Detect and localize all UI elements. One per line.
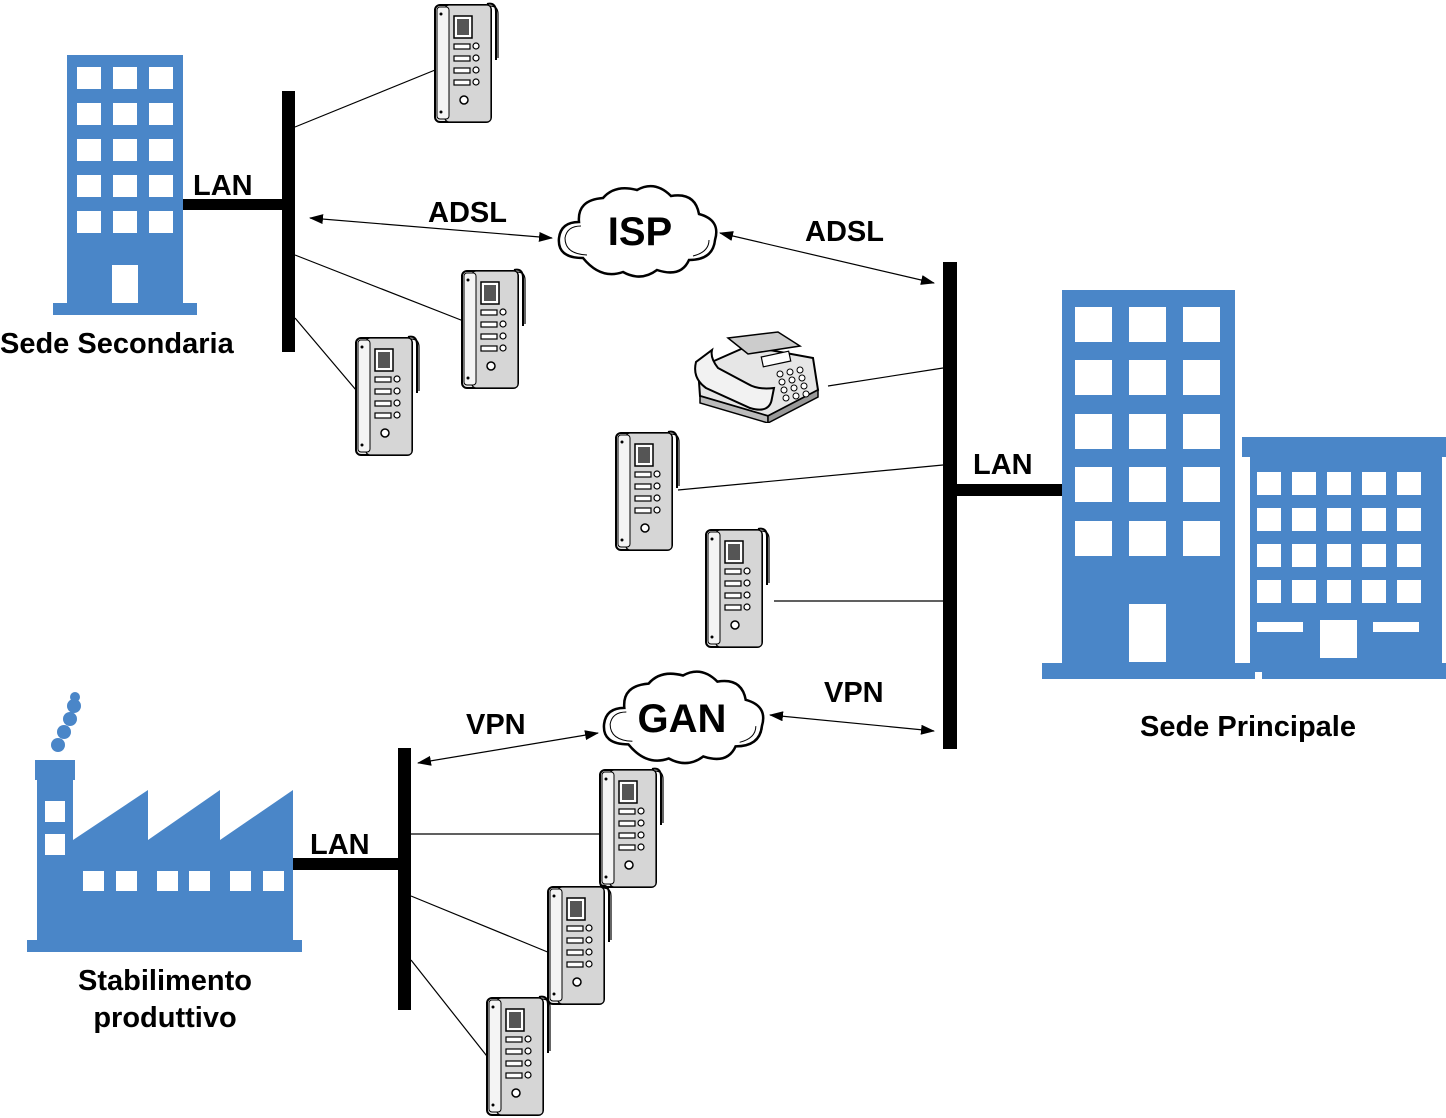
door-intercom-panel-icon [486,995,551,1116]
door-intercom-panel-icon [599,767,664,888]
vpn-label-right: VPN [824,677,884,709]
gan-label: GAN [638,697,727,741]
adsl-link-left [309,214,553,242]
lan-label-stabilimento: LAN [310,829,370,861]
lan-bus-secondaria [282,91,295,352]
stabilimento-label-line1: Stabilimento [78,965,252,997]
isp-label: ISP [608,210,672,254]
door-intercom-panel-icon [355,335,420,456]
desk-phone-icon [694,331,819,423]
lan-link-stabilimento [293,858,399,870]
office-building-icon [1042,290,1446,679]
office-building-icon [53,55,197,315]
lan-link-principale [955,484,1062,496]
lan-link-secondaria [183,199,283,210]
vpn-link-left [417,730,599,766]
factory-icon [27,692,302,952]
door-intercom-panel-icon [434,2,499,124]
door-intercom-panel-icon [461,268,526,389]
lan-label-secondaria: LAN [193,170,253,202]
stabilimento-label-line2: produttivo [93,1002,236,1034]
sede-secondaria-label: Sede Secondaria [0,328,235,360]
door-intercom-panel-icon [547,884,612,1005]
adsl-link-right [719,231,935,285]
vpn-label-left: VPN [466,709,526,741]
vpn-link-right [769,711,935,735]
adsl-label-right: ADSL [805,216,884,248]
adsl-label-left: ADSL [428,197,507,229]
door-intercom-panel-icon [705,527,770,648]
door-intercom-panel-icon [615,430,680,551]
lan-bus-principale [943,262,957,749]
lan-label-principale: LAN [973,449,1033,481]
sede-principale-label: Sede Principale [1140,711,1356,743]
lan-bus-stabilimento [398,748,411,1010]
